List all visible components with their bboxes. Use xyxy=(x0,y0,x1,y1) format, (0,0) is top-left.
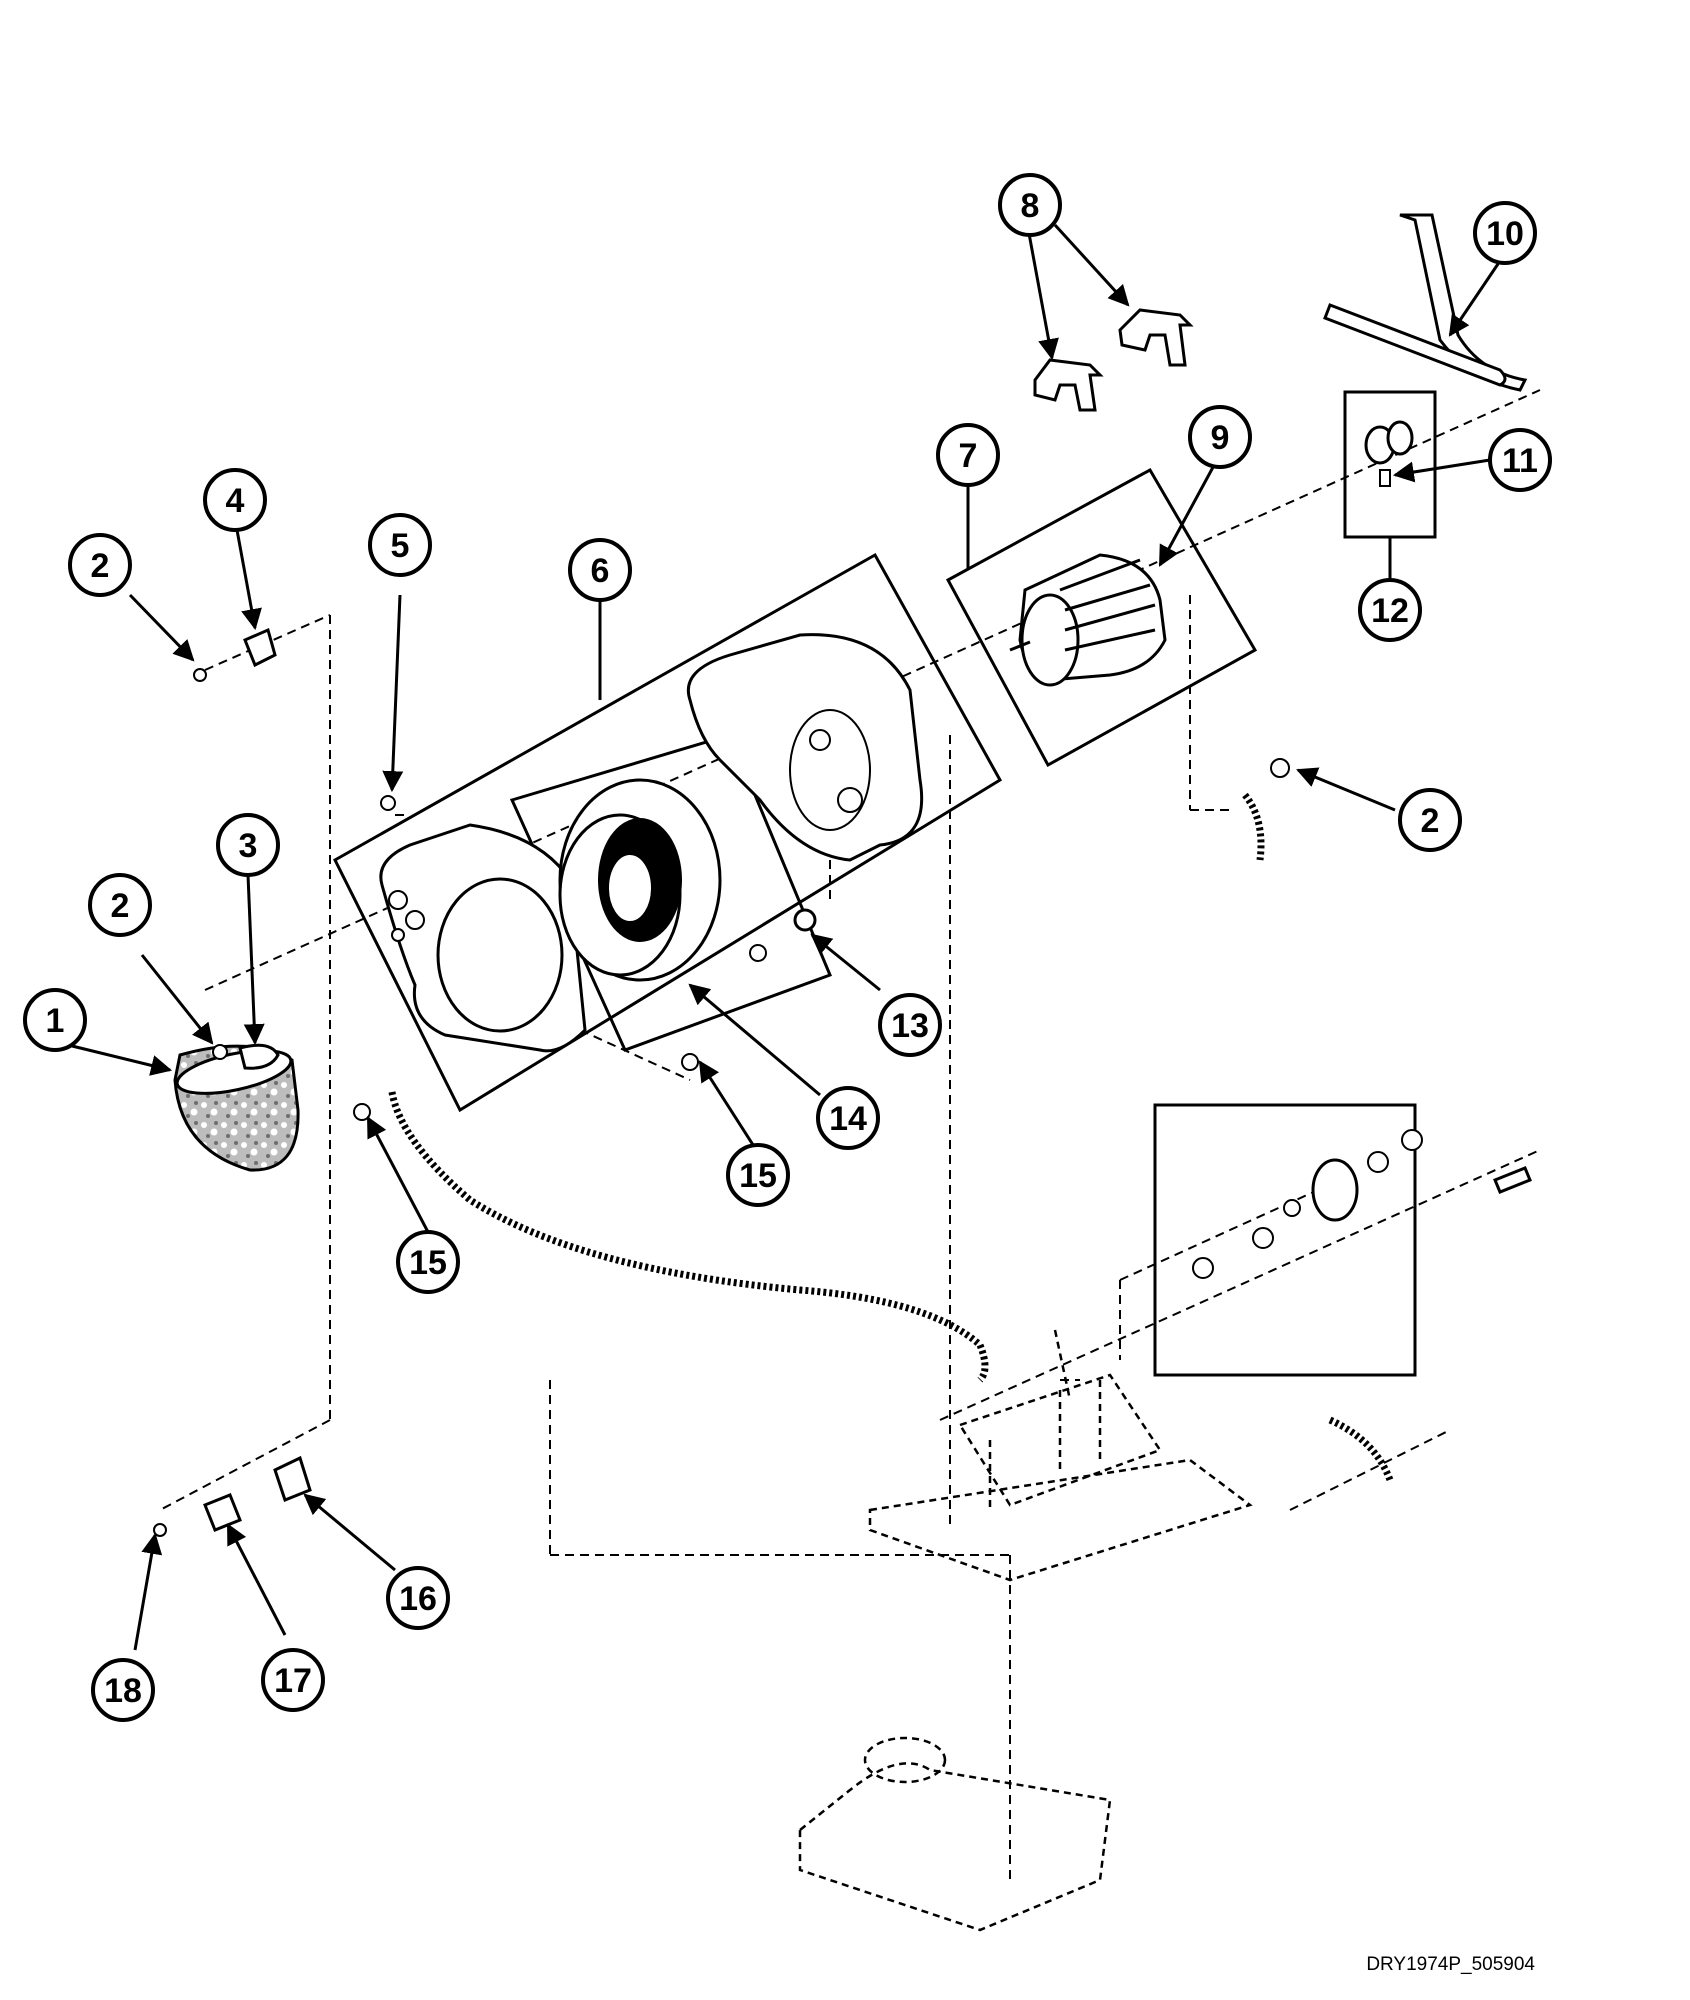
svg-text:14: 14 xyxy=(829,1100,867,1138)
part-6-blower-housing-plate xyxy=(379,823,587,1053)
svg-text:15: 15 xyxy=(739,1157,777,1195)
svg-text:8: 8 xyxy=(1021,187,1040,225)
svg-text:9: 9 xyxy=(1211,419,1230,457)
drawing-code: DRY1974P_505904 xyxy=(1366,1954,1535,1975)
svg-text:17: 17 xyxy=(274,1662,312,1700)
callout-15-center: 15 xyxy=(726,1143,790,1207)
svg-text:10: 10 xyxy=(1486,215,1524,253)
callout-14: 14 xyxy=(816,1086,880,1150)
svg-text:3: 3 xyxy=(239,827,258,865)
callout-2-top: 2 xyxy=(68,533,132,597)
svg-text:18: 18 xyxy=(104,1672,142,1710)
part-10-belt xyxy=(1323,213,1528,392)
svg-text:16: 16 xyxy=(399,1580,437,1618)
svg-text:2: 2 xyxy=(91,547,110,585)
part-9-motor xyxy=(1009,553,1167,687)
callout-4: 4 xyxy=(203,468,267,532)
svg-text:15: 15 xyxy=(409,1244,447,1282)
callout-7: 7 xyxy=(936,423,1000,487)
callout-11: 11 xyxy=(1488,428,1552,492)
svg-text:2: 2 xyxy=(1421,802,1440,840)
part-8-motor-clips xyxy=(1033,308,1194,412)
svg-text:2: 2 xyxy=(111,887,130,925)
svg-text:1: 1 xyxy=(46,1002,65,1040)
callout-18: 18 xyxy=(91,1658,155,1722)
callout-10: 10 xyxy=(1473,201,1537,265)
callout-1: 1 xyxy=(23,988,87,1052)
callout-8: 8 xyxy=(998,173,1062,237)
callout-9: 9 xyxy=(1188,405,1252,469)
small-fasteners xyxy=(153,627,1290,1537)
svg-text:4: 4 xyxy=(226,482,245,520)
part-14-blower-wheel xyxy=(558,778,722,982)
callout-17: 17 xyxy=(261,1648,325,1712)
power-cord xyxy=(388,792,1394,1482)
svg-text:7: 7 xyxy=(959,437,978,475)
svg-text:11: 11 xyxy=(1502,442,1538,480)
callout-16: 16 xyxy=(386,1566,450,1630)
box-part-6 xyxy=(333,552,1003,1113)
callout-5: 5 xyxy=(368,513,432,577)
callout-13: 13 xyxy=(878,993,942,1057)
assembly-boxes xyxy=(333,390,1437,1377)
callout-3: 3 xyxy=(216,813,280,877)
part-12-pulley xyxy=(1364,420,1414,487)
inset-detail-parts xyxy=(1192,1129,1532,1279)
leader-lines xyxy=(67,223,1504,1651)
callout-15-left: 15 xyxy=(396,1230,460,1294)
box-inset-detail xyxy=(1153,1103,1417,1377)
part-6-rear-housing xyxy=(687,633,924,862)
svg-text:6: 6 xyxy=(591,552,610,590)
callout-6: 6 xyxy=(568,538,632,602)
box-part-12 xyxy=(1343,390,1437,539)
svg-text:5: 5 xyxy=(391,527,410,565)
svg-text:13: 13 xyxy=(891,1007,929,1045)
callout-2-right: 2 xyxy=(1398,788,1462,852)
callout-2-mid: 2 xyxy=(88,873,152,937)
part-1-seal xyxy=(173,1044,300,1172)
callout-12: 12 xyxy=(1358,578,1422,642)
svg-text:12: 12 xyxy=(1371,592,1409,630)
box-part-14 xyxy=(509,733,832,1052)
box-part-7 xyxy=(945,467,1258,768)
dryer-base-outline xyxy=(798,1329,1253,1932)
